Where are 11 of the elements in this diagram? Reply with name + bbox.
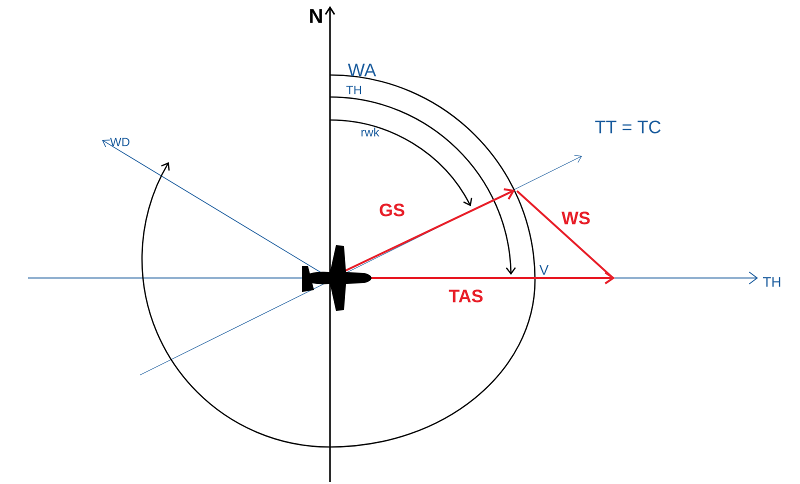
axis-label: WS [562, 212, 590, 224]
axis-label: V [539, 265, 549, 275]
axis-label: TAS [448, 290, 483, 302]
axis-label: TH [762, 277, 780, 287]
axis-label: TH [346, 86, 362, 94]
axis-label: TT = TC [595, 120, 661, 134]
axis-label: GS [380, 204, 404, 216]
axis-label: N [310, 9, 322, 23]
axis-label: rwk [361, 128, 380, 136]
axis-label: WD [110, 138, 130, 146]
axis-label: WA [348, 64, 376, 76]
